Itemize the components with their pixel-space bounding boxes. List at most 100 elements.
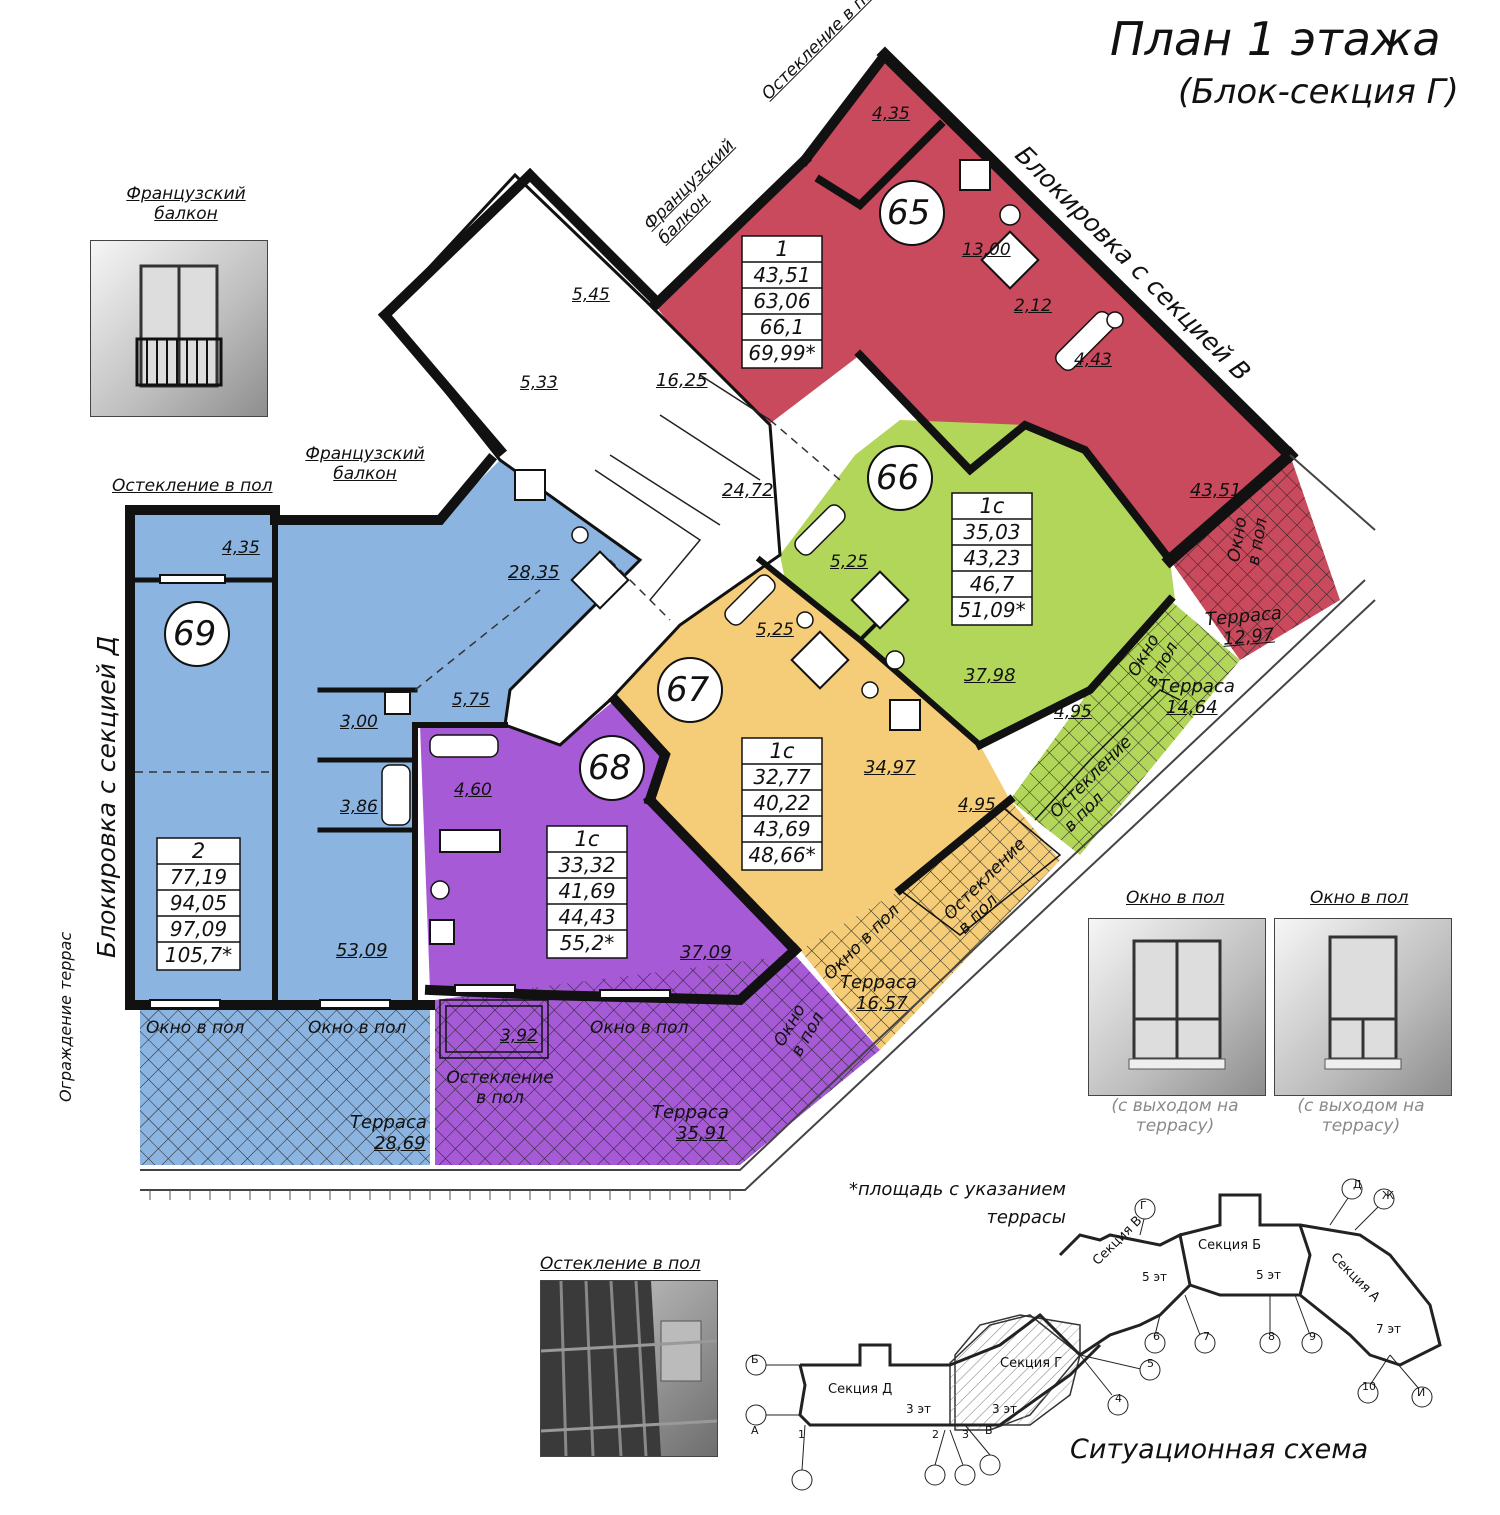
situation-title: Ситуационная схема — [1070, 1434, 1369, 1465]
axis-zh: Ж — [1382, 1189, 1394, 1202]
apartment-68-areas: 1с 33,32 41,69 44,43 55,2* — [547, 826, 627, 956]
scheme-floors-b: 5 эт — [1256, 1268, 1282, 1282]
kitchen-fixtures — [384, 159, 1040, 945]
terrace-word: Терраса — [652, 1102, 729, 1123]
area-total: 40,22 — [753, 791, 811, 815]
axis-5: 5 — [1147, 1357, 1154, 1370]
terrace-fence-label: Ограждение террас — [56, 931, 75, 1102]
area-with-terrace: 48,66* — [748, 843, 816, 867]
area-boxes — [156, 235, 1033, 971]
stairwell-outline — [383, 172, 782, 747]
glazing-label-68: Остекление в пол — [446, 1068, 554, 1108]
axis-8: 8 — [1268, 1330, 1275, 1343]
axis-a: А — [751, 1424, 759, 1437]
room-area: 16,25 — [656, 370, 708, 391]
footnote: *площадь с указанием террасы — [849, 1179, 1066, 1228]
terrace-65-label: Терраса 12,97 — [1204, 603, 1284, 652]
axis-3: 3 — [962, 1428, 969, 1441]
apartment-69-number: 69 — [173, 614, 217, 654]
area-with-balcony: 44,43 — [558, 905, 616, 929]
room-area: 4,35 — [222, 538, 260, 558]
terrace-69-hatch-lines — [140, 1005, 430, 1165]
terrace-65-hatch-lines — [1170, 455, 1340, 660]
window-exit-caption-1: (с выходом на террасу) — [1111, 1096, 1239, 1136]
room-area: 5,25 — [756, 620, 794, 640]
glazing-label-left: Остекление в пол — [112, 476, 273, 496]
section-a-outline — [1299, 1223, 1442, 1367]
terrace-word: Терраса — [840, 972, 917, 993]
room-area: 43,51 — [1190, 480, 1242, 501]
rooms-count: 1 — [775, 237, 789, 261]
area-with-terrace: 105,7* — [164, 943, 233, 967]
axis-b: Б — [751, 1353, 759, 1366]
room-area: 13,00 — [962, 240, 1011, 260]
axis-1: 1 — [798, 1428, 805, 1441]
window-floor-label: Окно в пол — [146, 1018, 245, 1038]
axis-4: 4 — [1115, 1392, 1122, 1405]
apartment-65-areas: 1 43,51 63,06 66,1 69,99* — [742, 236, 822, 366]
room-area: 28,35 — [508, 562, 560, 583]
scheme-floors-d: 3 эт — [906, 1402, 932, 1416]
apartment-number-circles — [164, 180, 945, 801]
apartment-67-number: 67 — [666, 670, 710, 710]
area-with-balcony: 43,69 — [753, 817, 811, 841]
rooms-count: 2 — [191, 839, 206, 863]
terrace-word: Терраса — [350, 1112, 427, 1133]
terrace-fence — [140, 454, 1376, 1191]
area-total: 94,05 — [169, 891, 228, 915]
glazing-drawing — [540, 1280, 718, 1457]
area-total: 63,06 — [753, 289, 811, 313]
rooms-count: 1с — [574, 827, 600, 851]
area-with-terrace: 51,09* — [958, 598, 1026, 622]
terrace-area: 35,91 — [676, 1123, 728, 1144]
terrace-area: 16,57 — [856, 993, 908, 1014]
terrace-69-label: Терраса 28,69 — [350, 1112, 427, 1154]
area-with-balcony: 97,09 — [169, 917, 228, 941]
room-area: 4,95 — [1054, 702, 1092, 722]
axis-7: 7 — [1203, 1330, 1210, 1343]
area-with-balcony: 46,7 — [969, 572, 1015, 596]
room-area: 3,92 — [500, 1026, 538, 1046]
area-total: 41,69 — [558, 879, 616, 903]
room-area: 5,75 — [452, 690, 490, 710]
window-caption-1: Окно в пол — [1126, 888, 1225, 908]
terrace-67-label: Терраса 16,57 — [840, 972, 917, 1014]
room-area: 4,60 — [454, 780, 492, 800]
apartment-66-number: 66 — [876, 458, 920, 498]
room-area: 4,35 — [872, 104, 910, 124]
room-area: 5,45 — [572, 285, 610, 305]
area-living: 33,32 — [558, 853, 616, 877]
apartment-69-area — [130, 460, 640, 1000]
rooms-count: 1с — [769, 739, 795, 763]
terrace-area: 28,69 — [374, 1133, 426, 1154]
area-box-dividers — [157, 261, 1032, 943]
room-area: 5,25 — [830, 552, 868, 572]
room-area: 4,43 — [1074, 350, 1112, 370]
rooms-count: 1с — [979, 494, 1005, 518]
terrace-68-label: Терраса 35,91 — [652, 1102, 729, 1144]
room-area: 53,09 — [336, 940, 388, 961]
axis-2: 2 — [932, 1428, 939, 1441]
room-area: 37,98 — [964, 665, 1016, 686]
dashed-lines — [135, 419, 841, 773]
area-living: 32,77 — [753, 765, 811, 789]
window-exit-caption-2: (с выходом на террасу) — [1297, 1096, 1425, 1136]
room-area: 37,09 — [680, 942, 732, 963]
glazing-caption-bottom: Остекление в пол — [540, 1254, 701, 1274]
glazing-image — [540, 1280, 718, 1457]
fence-ticks — [149, 1190, 731, 1200]
axis-9: 9 — [1309, 1330, 1316, 1343]
axis-g: Г — [1140, 1199, 1147, 1212]
area-living: 77,19 — [169, 865, 228, 889]
scheme-floors-g: 3 эт — [992, 1402, 1018, 1416]
scheme-floors-v: 5 эт — [1142, 1270, 1168, 1284]
area-living: 35,03 — [963, 520, 1021, 544]
terrace-68-hatch-lines — [435, 955, 880, 1165]
situation-scheme — [745, 1178, 1442, 1491]
apartment-68-number: 68 — [588, 748, 632, 788]
terrace-66-hatch-lines — [1010, 600, 1240, 855]
axis-10: 10 — [1362, 1380, 1376, 1393]
room-area: 3,00 — [340, 712, 378, 732]
window-floor-label: Окно в пол — [308, 1018, 407, 1038]
page-title: План 1 этажа — [1110, 12, 1441, 66]
